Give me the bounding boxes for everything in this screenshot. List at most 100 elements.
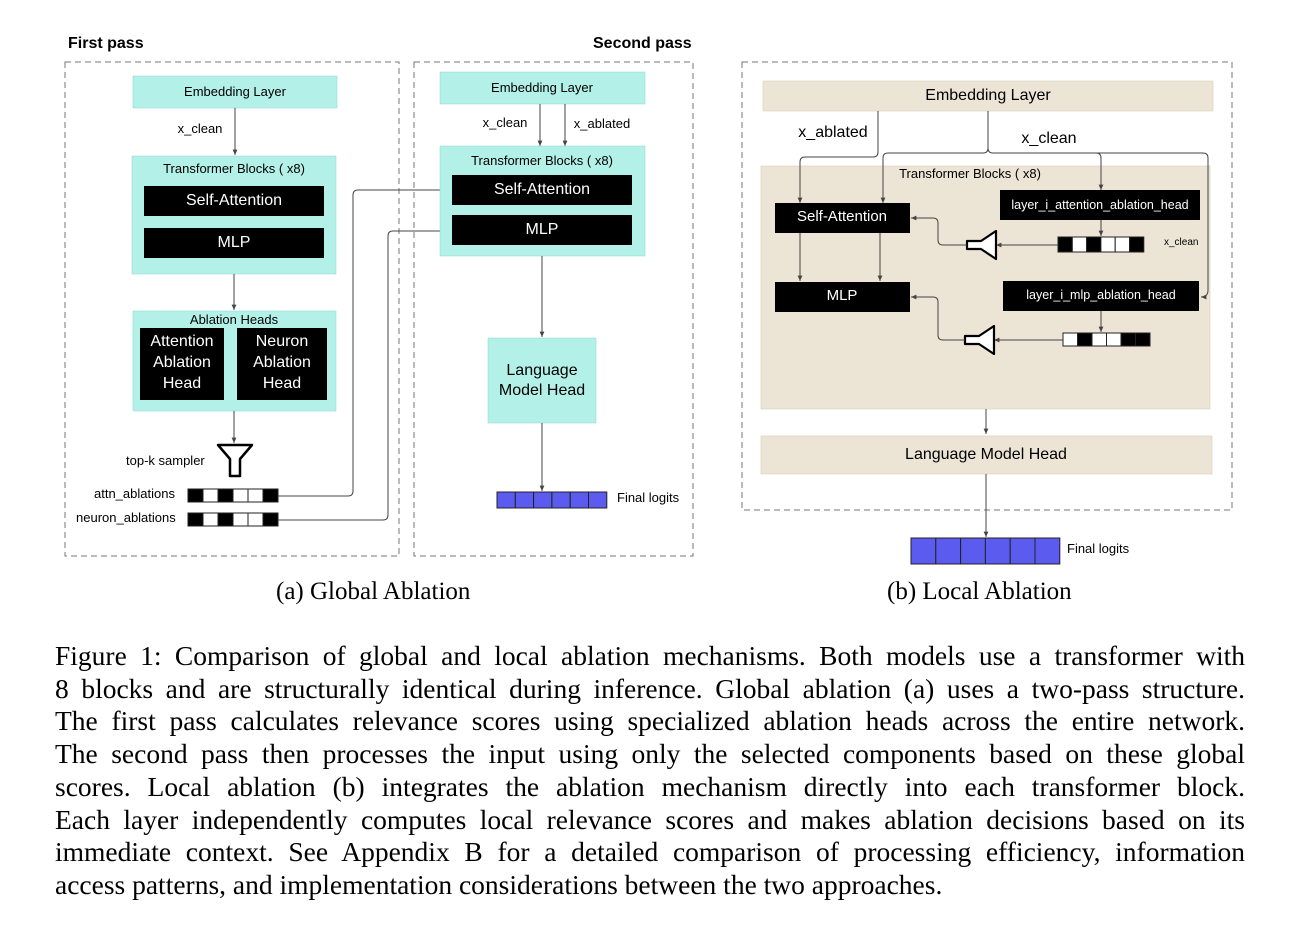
global-final-logits-label: Final logits: [617, 490, 680, 505]
attention-ablation-head-line3: Head: [163, 375, 201, 392]
first-pass-embedding-label: Embedding Layer: [184, 84, 287, 99]
caption-line-3: The first pass calculates relevance scor…: [55, 705, 1245, 737]
second-pass-lm-head-line1: Language: [506, 362, 577, 379]
mask-cell: [1057, 236, 1073, 253]
diagram-canvas: First pass Embedding Layer x_clean Trans…: [64, 35, 1233, 565]
mask-cell: [232, 512, 249, 527]
logit-cell: [910, 537, 937, 565]
subcaption-global-ablation: (a) Global Ablation: [276, 578, 471, 605]
figure-caption: Figure 1: Comparison of global and local…: [55, 640, 1245, 902]
local-final-logits-bar: [910, 537, 1061, 565]
local-final-logits-label: Final logits: [1067, 541, 1130, 556]
mask-cell: [1062, 332, 1078, 347]
mask-cell: [1129, 236, 1145, 253]
second-pass-transformer-blocks: Transformer Blocks ( x8) Self-Attention …: [439, 145, 646, 257]
local-x-clean-small-label: x_clean: [1164, 237, 1198, 248]
second-pass-mlp-label: MLP: [526, 221, 559, 238]
second-pass-transformer-label: Transformer Blocks ( x8): [471, 153, 613, 168]
mask-cell: [1071, 236, 1088, 253]
attention-ablation-head-line2: Ablation: [153, 354, 211, 371]
local-attn-gate-to-attention-arrow: [911, 215, 967, 246]
local-x-clean-label: x_clean: [1021, 130, 1076, 147]
local-mlp-mask: [1062, 332, 1151, 347]
local-mlp-gate-to-mlp-arrow: [911, 294, 965, 341]
second-pass-language-model-head: Language Model Head: [487, 337, 597, 424]
second-pass-embedding-layer: Embedding Layer: [439, 71, 646, 105]
mask-cell: [232, 488, 249, 503]
first-pass-embedding-layer: Embedding Layer: [132, 75, 338, 109]
logit-cell: [569, 491, 590, 509]
local-self-attention-label: Self-Attention: [797, 208, 887, 225]
neuron-mask-connector: [278, 228, 450, 521]
local-attention-mask: [1057, 236, 1145, 253]
mask-cell: [1106, 332, 1122, 347]
caption-line-8: access patterns, and implementation cons…: [55, 868, 943, 900]
logit-cell: [1009, 537, 1036, 565]
mask-cell: [262, 488, 279, 503]
mask-cell: [1091, 332, 1107, 347]
local-self-attention-box: [775, 203, 910, 233]
second-pass-lm-head-line2: Model Head: [499, 382, 585, 399]
global-final-logits-bar: [496, 491, 608, 509]
topk-sampler-funnel-icon: [216, 443, 254, 478]
logit-cell: [935, 537, 962, 565]
mask-cell: [187, 488, 204, 503]
second-pass-self-attention-label: Self-Attention: [494, 181, 590, 198]
mask-cell: [1135, 332, 1151, 347]
mask-cell: [202, 512, 219, 527]
local-mlp-gate-icon: [963, 324, 996, 356]
second-pass-mlp-box: [452, 215, 632, 245]
first-pass-mlp-box: [144, 228, 324, 258]
second-pass-x-clean-label: x_clean: [483, 115, 528, 130]
ablation-heads-label: Ablation Heads: [190, 312, 279, 327]
caption-line-1: Figure 1: Comparison of global and local…: [55, 640, 1245, 671]
mask-cell: [202, 488, 219, 503]
mask-cell: [1077, 332, 1093, 347]
second-pass-embedding-label: Embedding Layer: [491, 80, 594, 95]
first-pass-frame: [64, 61, 400, 557]
mask-cell: [1100, 236, 1116, 253]
mask-cell: [247, 512, 264, 527]
local-mlp-ablation-head-label: layer_i_mlp_ablation_head: [1026, 288, 1175, 302]
mask-cell: [217, 488, 234, 503]
local-attention-gate-icon: [965, 229, 998, 261]
logit-cell: [496, 491, 516, 509]
local-transformer-label: Transformer Blocks ( x8): [899, 166, 1041, 181]
neuron-ablation-head-line1: Neuron: [256, 333, 308, 350]
local-mlp-label: MLP: [827, 287, 858, 304]
subcaption-local-ablation: (b) Local Ablation: [887, 578, 1072, 605]
local-frame: [741, 61, 1233, 511]
first-pass-self-attention-box: [144, 186, 324, 216]
caption-line-2: 8 blocks and are structurally identical …: [55, 672, 1245, 704]
second-pass-self-attention-box: [452, 175, 632, 205]
second-pass-x-ablated-label: x_ablated: [574, 116, 630, 131]
caption-line-6: Each layer independently computes local …: [55, 803, 1245, 835]
local-x-ablated-label: x_ablated: [798, 124, 867, 141]
logit-cell: [1034, 537, 1061, 565]
mask-cell: [1086, 236, 1102, 253]
logit-cell: [984, 537, 1011, 565]
local-mlp-box: [775, 282, 910, 312]
caption-line-7: immediate context. See Appendix B for a …: [55, 836, 1245, 868]
mask-cell: [1114, 236, 1130, 253]
local-language-model-head: Language Model Head: [760, 435, 1213, 475]
logit-cell: [551, 491, 571, 509]
attn-mask-connector: [278, 187, 450, 497]
logit-cell: [533, 491, 553, 509]
neuron-ablations-mask: [187, 512, 279, 527]
neuron-ablation-head-box: [237, 328, 327, 400]
neuron-ablation-head-line2: Ablation: [253, 354, 311, 371]
local-embed-clean-route: [880, 111, 989, 203]
logit-cell: [960, 537, 986, 565]
local-lm-head-label: Language Model Head: [905, 446, 1067, 463]
attention-ablation-head-line1: Attention: [150, 333, 213, 350]
local-embed-ablated-route: [797, 111, 879, 203]
caption-line-5: scores. Local ablation (b) integrates th…: [55, 770, 1245, 802]
logit-cell: [514, 491, 535, 509]
local-attention-ablation-head-box: [1000, 190, 1200, 220]
neuron-ablations-label: neuron_ablations: [76, 510, 176, 525]
ablation-heads: Ablation Heads Attention Ablation Head N…: [132, 310, 337, 412]
local-embed-clean-to-mlp-head: [1096, 152, 1209, 300]
local-embedding-layer: Embedding Layer: [762, 80, 1214, 112]
mask-cell: [247, 488, 264, 503]
